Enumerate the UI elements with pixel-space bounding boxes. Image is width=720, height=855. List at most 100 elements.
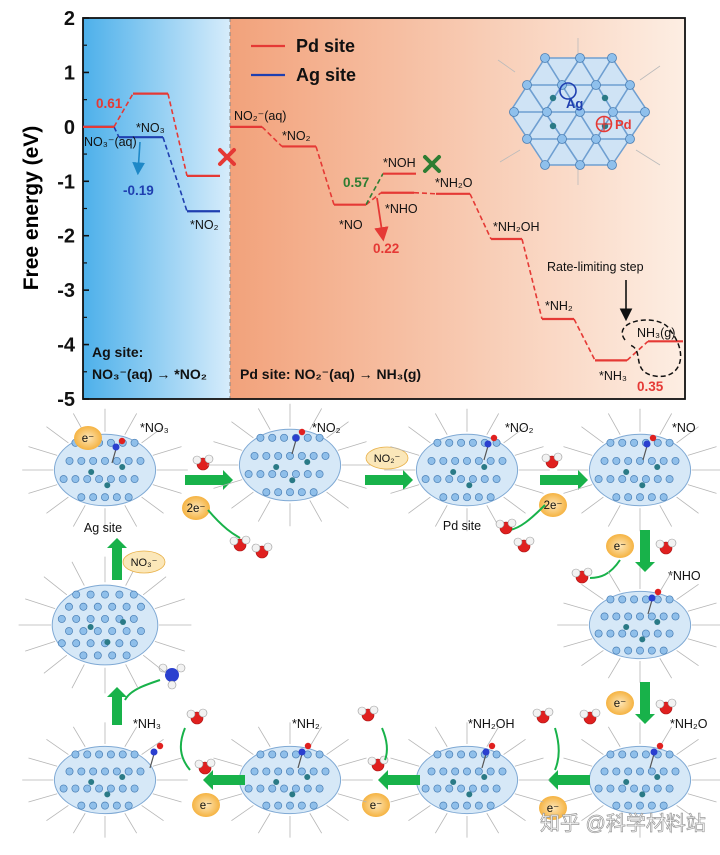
rate-limiting-circle [621, 319, 682, 378]
cluster-no2-pd [384, 408, 550, 532]
legend: Pd site Ag site [251, 36, 356, 85]
electron-bubble-7: e⁻ [362, 793, 390, 817]
cycle-label-nho: *NHO [668, 569, 701, 583]
connector [413, 191, 437, 195]
region-caption-ag-line2: NO₃⁻(aq) → *NO₂ [92, 366, 207, 382]
annotation-0.22: 0.22 [373, 241, 399, 256]
cycle-label-nh2o: *NH₂O [670, 717, 708, 731]
watermark: 知乎 @科学材料站 [540, 812, 706, 835]
water-out-7 [357, 705, 379, 722]
curve-step-7 [381, 727, 388, 761]
cycle-label-no2-ag: *NO₂ [312, 421, 341, 435]
cycle-label-pd-site: Pd site [443, 519, 481, 533]
svg-text:e⁻: e⁻ [370, 800, 382, 812]
label-nh3: *NH₃ [599, 369, 627, 383]
label-noh: *NOH [383, 156, 416, 170]
electron-bubble-6: e⁻ [539, 796, 567, 820]
annotation-0.61: 0.61 [96, 96, 123, 111]
cluster-nh2 [207, 722, 373, 838]
arrow-step-4 [635, 530, 655, 572]
connector [626, 340, 649, 361]
connector [365, 192, 382, 206]
water-out-8 [186, 708, 208, 725]
svg-text:e⁻: e⁻ [614, 541, 626, 553]
label-no: *NO [339, 218, 363, 232]
annotation-minus-0.19: -0.19 [123, 183, 154, 198]
electron-bubble-3: 2e⁻ [539, 493, 567, 517]
cycle-label-ag-site: Ag site [84, 521, 122, 535]
connector [162, 136, 188, 212]
ammonia-molecule [158, 663, 186, 690]
cycle-label-nh3: *NH₃ [133, 717, 161, 731]
inset-cluster-image: Ag Pd [497, 38, 661, 185]
inset-label-ag: Ag [566, 96, 583, 111]
label-nh3g: NH₃(g) [637, 326, 675, 340]
connector [167, 93, 188, 177]
cluster-no [557, 408, 720, 532]
arrow-no3-shift [132, 141, 146, 176]
cycle-label-no: *NO [672, 421, 696, 435]
electron-bubble-4: e⁻ [606, 534, 634, 558]
connector [113, 93, 134, 128]
arrow-step-5 [635, 682, 655, 724]
svg-text:2e⁻: 2e⁻ [544, 500, 563, 512]
blocked-mark-noh [423, 155, 441, 173]
cycle-label-nh2: *NH₂ [292, 717, 320, 731]
y-tick-label: 2 [64, 8, 75, 30]
label-no2aq: NO₂⁻(aq) [234, 109, 286, 123]
y-axis-label: Free energy (eV) [20, 126, 43, 291]
legend-label-ag: Ag site [296, 65, 356, 85]
y-tick-label: -5 [57, 389, 75, 411]
y-tick-label: 0 [64, 117, 75, 139]
water-out-6 [532, 707, 554, 724]
svg-text:e⁻: e⁻ [614, 698, 626, 710]
water-in-3 [655, 538, 677, 555]
water-out-4 [513, 536, 535, 553]
blocked-mark-ag [218, 148, 236, 166]
arrow-step-1 [185, 470, 233, 490]
nitrate-bubble: NO₃⁻ [122, 550, 166, 574]
arrow-step-3 [540, 470, 588, 490]
y-tick-label: -4 [57, 335, 76, 357]
y-tick-label: -1 [57, 171, 75, 193]
legend-label-pd: Pd site [296, 36, 355, 56]
connector [315, 146, 335, 205]
water-in-2 [541, 452, 563, 469]
curve-step-8 [179, 727, 191, 771]
svg-text:e⁻: e⁻ [200, 800, 212, 812]
curve-step-6 [554, 727, 560, 771]
connector [469, 193, 492, 240]
svg-text:2e⁻: 2e⁻ [187, 503, 206, 515]
electron-bubble-2: 2e⁻ [182, 496, 210, 520]
connector [113, 126, 120, 138]
electron-bubble-5: e⁻ [606, 691, 634, 715]
region-caption-ag-line1: Ag site: [92, 344, 143, 360]
curve-step-9 [124, 679, 161, 701]
annotation-0.35: 0.35 [637, 379, 664, 394]
svg-text:NO₃⁻: NO₃⁻ [131, 557, 158, 569]
arrow-no-nho [374, 197, 389, 242]
region-caption-pd: Pd site: NO₂⁻(aq) → NH₃(g) [240, 366, 421, 382]
svg-text:NO₂⁻: NO₂⁻ [374, 453, 401, 465]
water-in-1 [192, 454, 214, 471]
energy-levels [83, 92, 683, 362]
connector [365, 173, 384, 206]
label-nh2oh: *NH₂OH [493, 220, 540, 234]
annotation-rate-limiting: Rate-limiting step [547, 260, 644, 274]
label-no2: *NO₂ [282, 129, 311, 143]
water-in-7 [194, 758, 216, 775]
annotation-0.57: 0.57 [343, 175, 369, 190]
connector [521, 238, 543, 320]
water-in-4 [655, 698, 677, 715]
arrow-step-6 [548, 770, 590, 790]
curve-step-3 [509, 504, 546, 531]
curve-step-1 [207, 509, 241, 539]
cluster-nho [557, 567, 720, 683]
nitrite-bubble: NO₂⁻ [365, 446, 409, 470]
cycle-label-nh2oh: *NH₂OH [468, 717, 515, 731]
arrow-step-8 [203, 770, 245, 790]
label-nh2: *NH₂ [545, 299, 573, 313]
